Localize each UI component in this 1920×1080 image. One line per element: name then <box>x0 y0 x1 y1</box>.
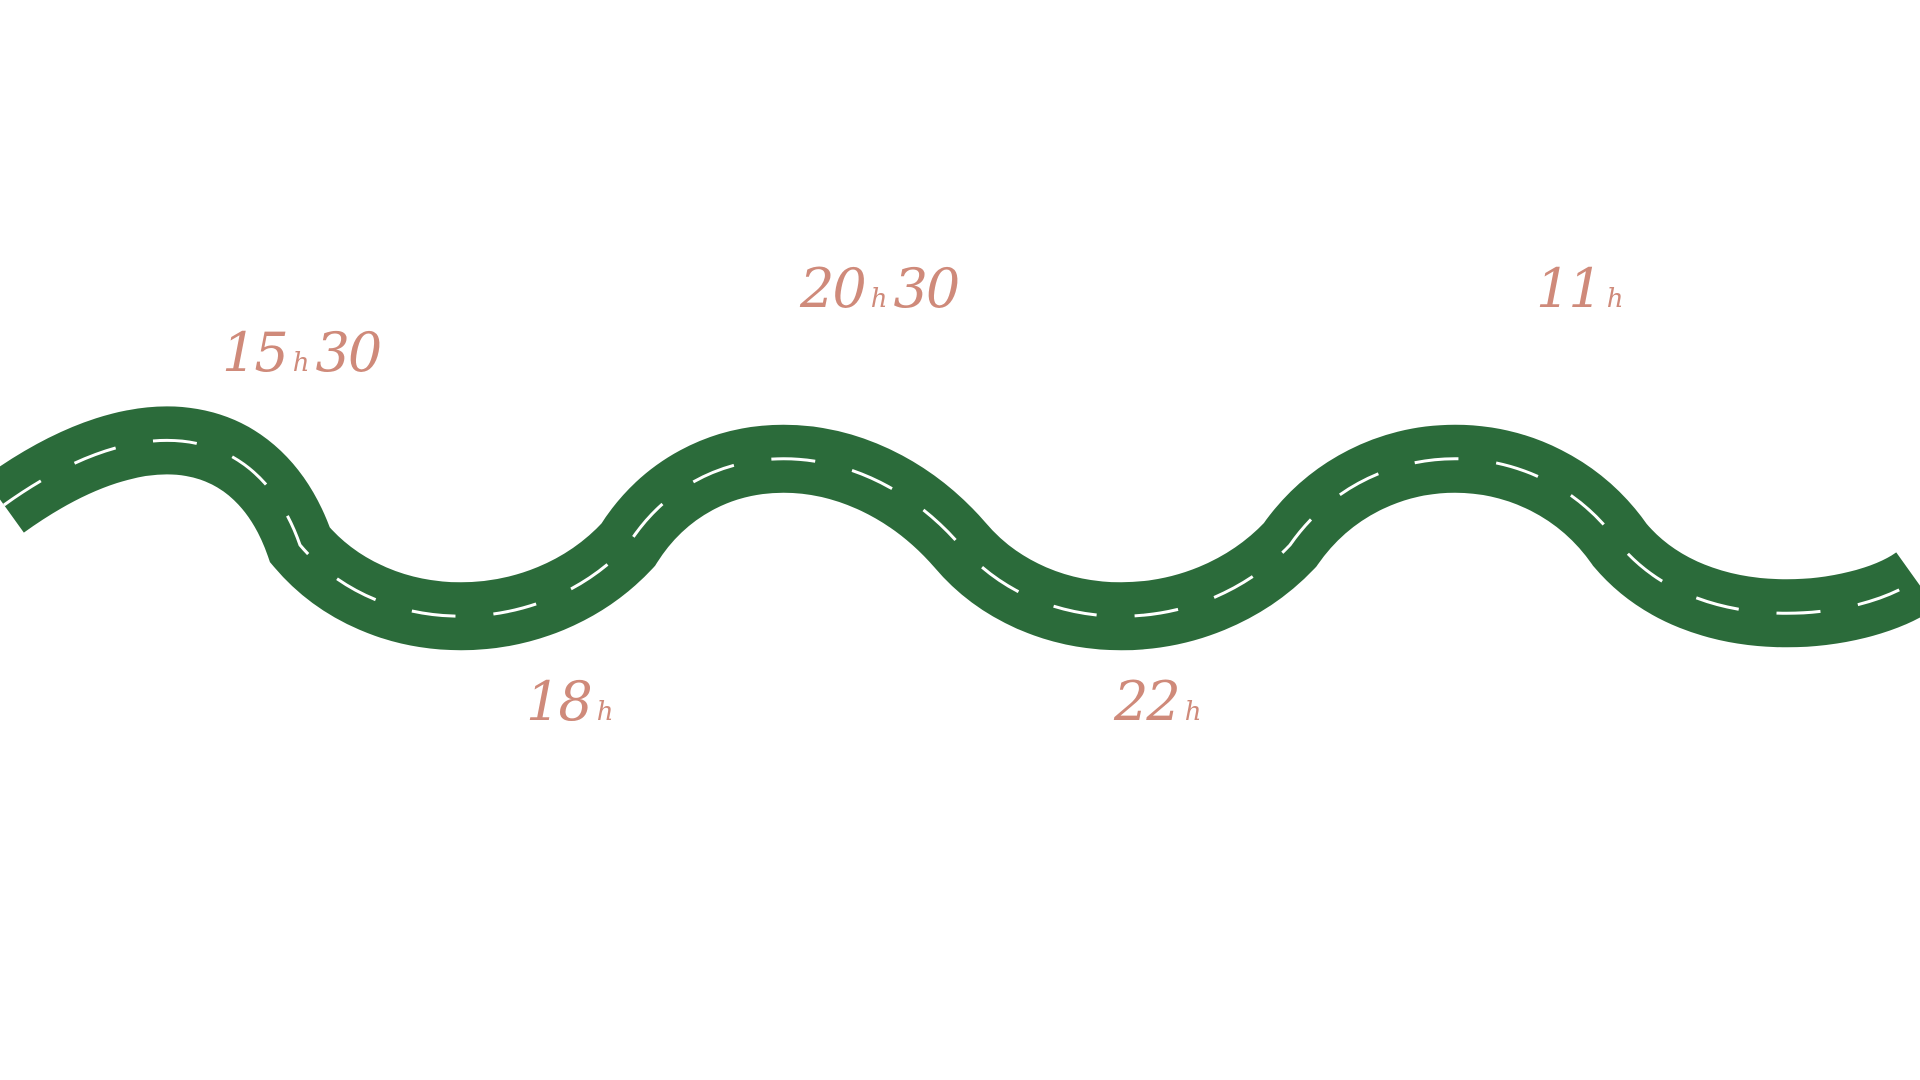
time-hour: 15 <box>222 321 289 384</box>
time-unit: h <box>1606 284 1624 314</box>
time-hour: 18 <box>526 670 593 733</box>
road-surface <box>0 406 1920 651</box>
time-unit: h <box>292 348 310 378</box>
lane-marking <box>3 438 1917 618</box>
time-minutes: 30 <box>315 321 382 384</box>
time-hour: 22 <box>1114 670 1181 733</box>
time-hour: 11 <box>1536 257 1603 320</box>
time-unit: h <box>596 697 614 727</box>
time-minutes: 30 <box>893 257 960 320</box>
time-unit: h <box>1184 697 1202 727</box>
time-hour: 20 <box>800 257 867 320</box>
time-unit: h <box>870 284 888 314</box>
